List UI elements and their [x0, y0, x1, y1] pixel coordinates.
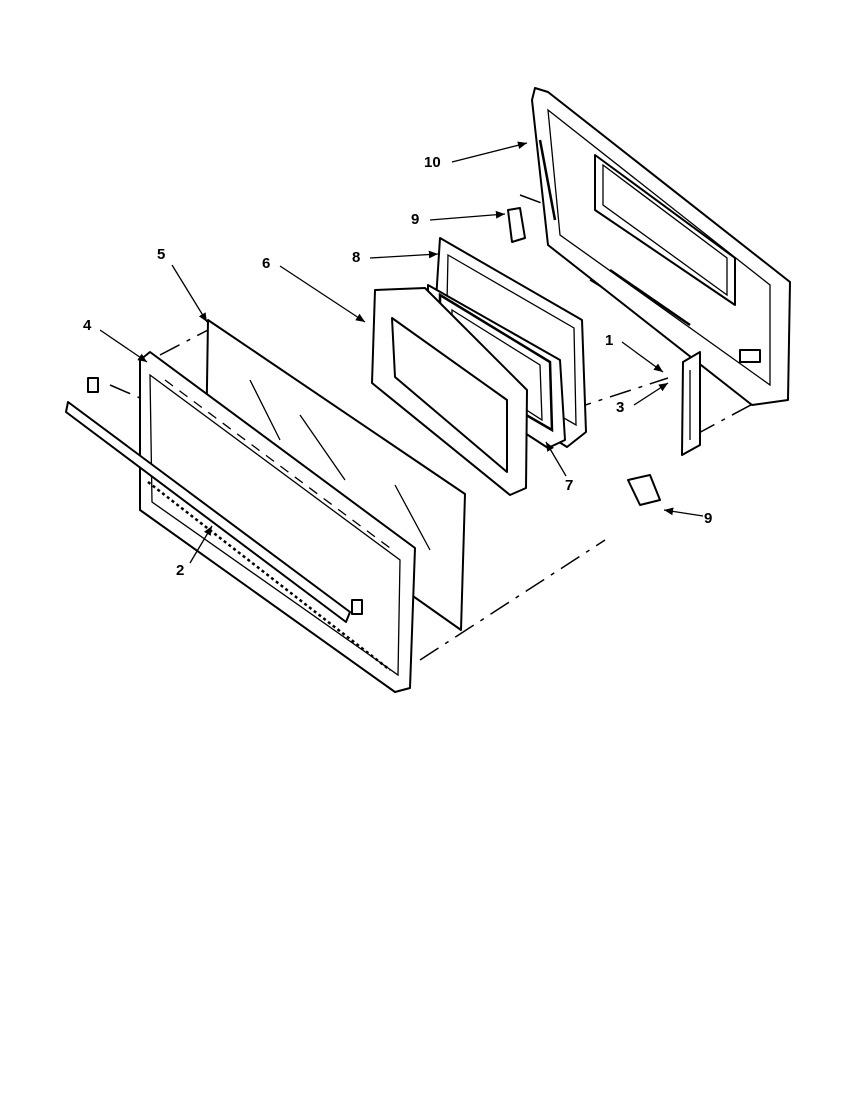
door-clip-upper — [507, 207, 526, 243]
label-part-7: 7 — [565, 477, 574, 494]
label-part-6: 6 — [262, 255, 271, 272]
inner-door-panel — [531, 87, 791, 406]
label-part-8: 8 — [352, 249, 361, 266]
label-part-4: 4 — [83, 317, 92, 334]
hinge-bracket — [681, 351, 701, 456]
leader-lines — [99, 141, 704, 564]
label-part-2: 2 — [176, 562, 185, 579]
door-clip-lower — [627, 474, 661, 506]
label-part-10: 10 — [424, 154, 441, 171]
label-part-9-upper: 9 — [411, 211, 420, 228]
door-handle — [65, 377, 363, 623]
label-part-9-lower: 9 — [704, 510, 713, 527]
label-part-3: 3 — [616, 399, 625, 416]
window-frame — [371, 287, 528, 496]
label-part-5: 5 — [157, 246, 166, 263]
label-part-1: 1 — [605, 332, 614, 349]
outer-door-frame — [139, 351, 416, 693]
